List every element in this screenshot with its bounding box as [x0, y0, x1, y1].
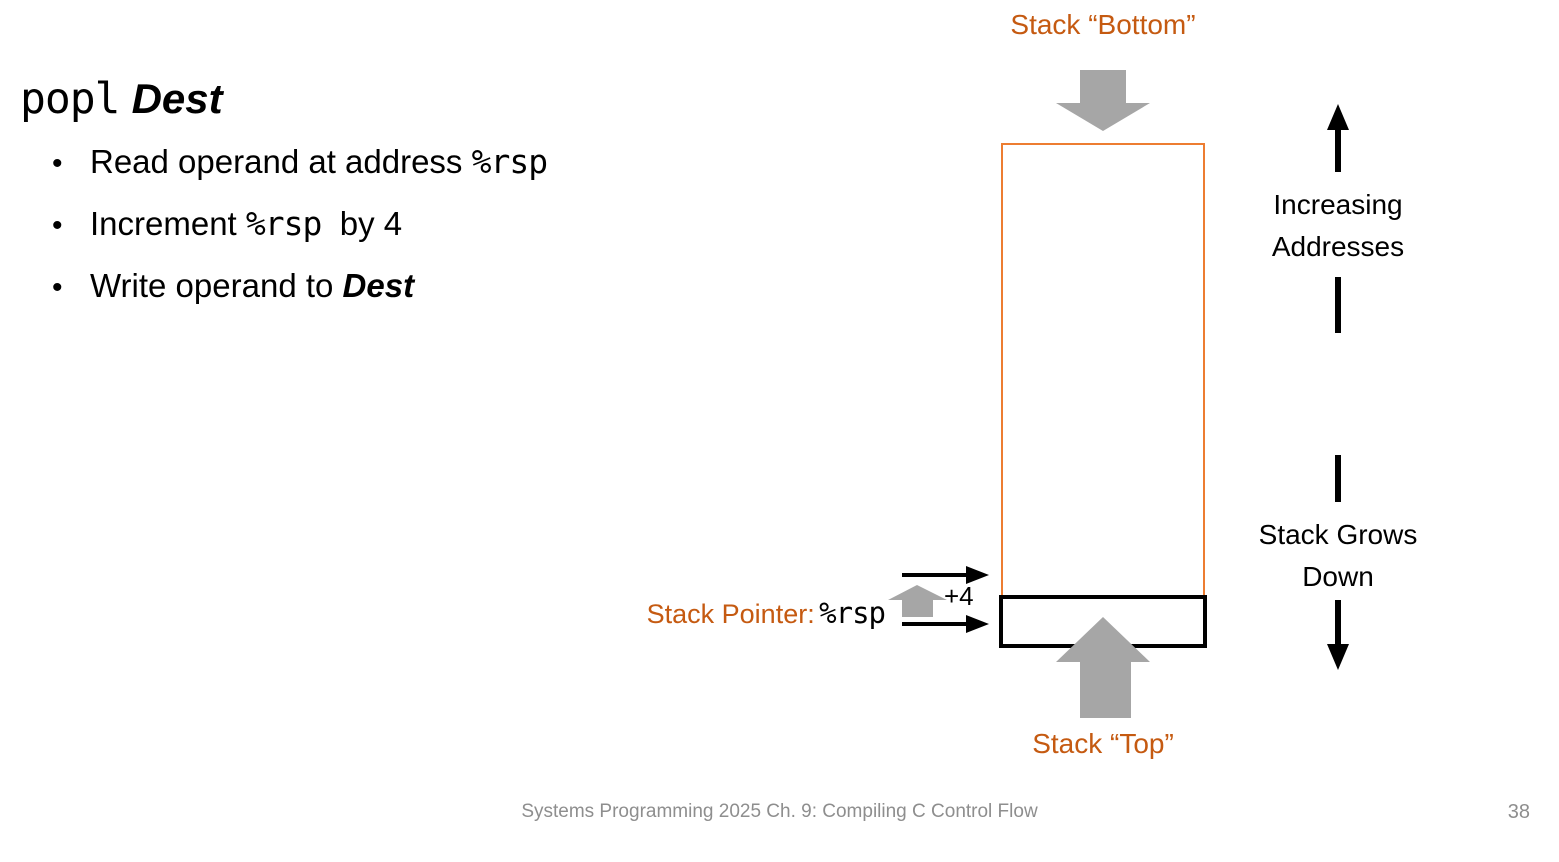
increasing-addresses-arrowhead-icon	[1327, 104, 1349, 130]
bullet-segment: Increment	[90, 205, 246, 242]
bullet-list: • Read operand at address %rsp • Increme…	[52, 142, 548, 328]
increasing-addresses-label: Increasing Addresses	[1238, 184, 1438, 268]
stack-top-cell-rect	[999, 595, 1207, 648]
bullet-code-segment: %rsp	[471, 142, 548, 181]
bullet-segment: by 4	[321, 205, 403, 242]
rsp-new-pointer-arrowhead-icon	[966, 615, 989, 633]
stack-grows-line1: Stack Grows	[1258, 519, 1418, 550]
bullet-glyph: •	[52, 209, 63, 242]
stack-pointer-caption: Stack Pointer:	[646, 599, 815, 629]
stack-region-rect	[1001, 143, 1205, 597]
title-instruction: popl	[20, 74, 121, 124]
bullet-text: Write operand to Dest	[90, 266, 414, 305]
bullet-emphasis-segment: Dest	[342, 267, 415, 304]
bullet-segment: Read operand at address	[90, 143, 472, 180]
stack-bottom-label: Stack “Bottom”	[1010, 9, 1196, 40]
stack-top-label: Stack “Top”	[1032, 728, 1174, 759]
stack-grows-down-label: Stack Grows Down	[1238, 514, 1438, 598]
bullet-item-increment: • Increment %rsp by 4	[52, 204, 547, 266]
stack-grows-arrowhead-icon	[1327, 644, 1349, 670]
increasing-addresses-line1: Increasing	[1273, 189, 1403, 220]
stack-grows-line2: Down	[1302, 561, 1374, 592]
bullet-item-read: • Read operand at address %rsp	[52, 142, 548, 204]
increasing-addresses-line2: Addresses	[1271, 231, 1405, 262]
increment-offset-label: +4	[944, 581, 974, 611]
bullet-item-write: • Write operand to Dest	[52, 266, 547, 328]
bullet-glyph: •	[52, 271, 63, 304]
page-number: 38	[1507, 801, 1530, 823]
rsp-increment-arrow-icon	[888, 585, 947, 617]
stack-pointer-label: Stack Pointer: %rsp	[540, 596, 886, 630]
stack-pointer-register: %rsp	[819, 596, 886, 630]
bullet-segment: Write operand to	[90, 267, 343, 304]
stack-bottom-arrow-icon	[1056, 70, 1150, 131]
bullet-text: Read operand at address %rsp	[90, 142, 548, 181]
title-operand: Dest	[131, 75, 223, 122]
bullet-text: Increment %rsp by 4	[90, 204, 402, 243]
bullet-glyph: •	[52, 147, 63, 180]
footer-title: Systems Programming 2025 Ch. 9: Compilin…	[521, 801, 1038, 822]
page-title: popl Dest	[20, 74, 223, 124]
bullet-code-segment: %rsp	[245, 204, 322, 243]
